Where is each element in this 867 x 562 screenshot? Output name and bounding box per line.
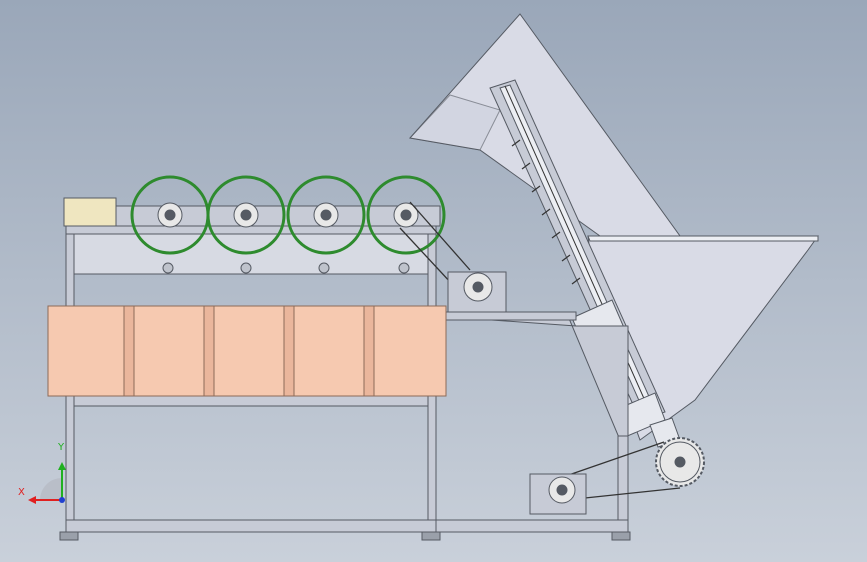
frame-middle-rail [73, 395, 429, 407]
tail-sprocket [655, 437, 705, 487]
panel-bolt [162, 262, 174, 274]
hopper-rim [587, 235, 819, 242]
top-roller-assembly [63, 175, 446, 255]
tank-section-divider [203, 305, 215, 397]
tank-section-divider [283, 305, 295, 397]
green-wheel-2 [206, 175, 286, 255]
triad-label-y: Y [58, 442, 65, 453]
tank-body [47, 305, 447, 397]
roller-housing-left [63, 197, 117, 227]
upper-motor [447, 271, 507, 313]
frame-right-post [617, 435, 629, 535]
green-wheel-4 [366, 175, 446, 255]
triad-label-x: X [18, 487, 25, 498]
frame-bottom-rail [65, 519, 437, 533]
roller-bed [115, 205, 441, 227]
z-axis-dot-icon [59, 497, 65, 503]
panel-bolt [398, 262, 410, 274]
tank-section-divider [363, 305, 375, 397]
frame-right-shelf [435, 311, 577, 321]
frame-top-rail [65, 225, 437, 235]
panel-bolt [318, 262, 330, 274]
green-wheel-3 [286, 175, 366, 255]
x-axis-arrow-icon [28, 496, 62, 504]
tank-section-divider [123, 305, 135, 397]
leveling-feet [59, 531, 631, 541]
wash-tank [47, 305, 447, 397]
triad-ground-arc [40, 478, 62, 500]
panel-bolt [240, 262, 252, 274]
y-axis-arrow-icon [58, 462, 66, 500]
lower-motor [529, 473, 587, 515]
frame-right-bottom-rail [435, 519, 629, 533]
main-frame [65, 225, 629, 535]
axis-triad [28, 462, 66, 504]
